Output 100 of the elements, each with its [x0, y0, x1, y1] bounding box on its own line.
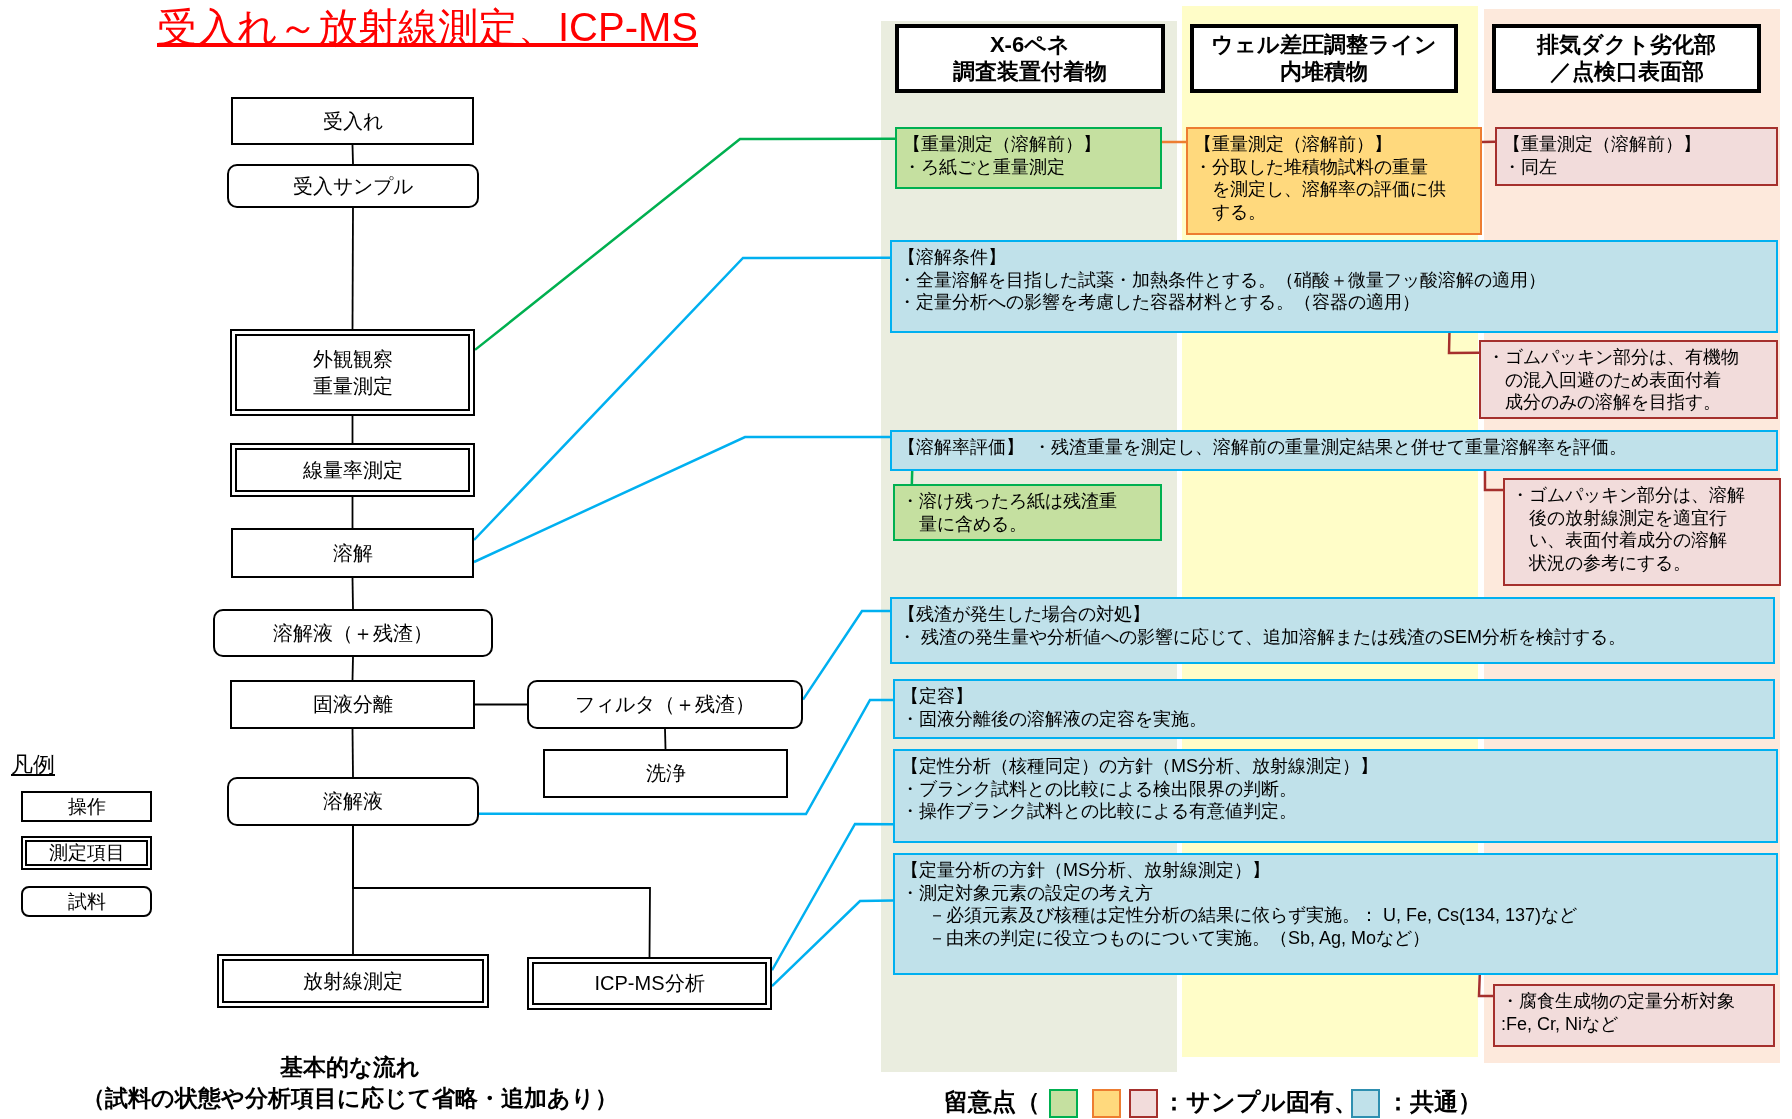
sample-box	[227, 164, 479, 208]
sample-box	[213, 609, 493, 657]
header-label: ウェル差圧調整ライン内堆積物	[1211, 32, 1437, 85]
note-box	[893, 484, 1162, 541]
note-heading: 【重量測定（溶解前）】	[1194, 133, 1393, 156]
step-label: 受入れ	[322, 108, 383, 134]
sample-box	[227, 777, 479, 826]
connector-line	[351, 207, 354, 330]
column-header	[1492, 24, 1761, 93]
connector-line	[801, 609, 890, 701]
connector-line	[352, 825, 651, 958]
connector-line	[664, 728, 667, 750]
note-text: ・同左	[1503, 155, 1558, 178]
step-label: ICP-MS分析	[594, 971, 705, 996]
process-box	[231, 97, 474, 145]
step-label: 溶解	[332, 540, 373, 566]
column-header	[895, 24, 1165, 93]
measurement-box	[230, 443, 475, 497]
step-label: 線量率測定	[302, 457, 403, 483]
connector-line	[351, 144, 354, 165]
note-text: ・ブランク試料との比較による検出限界の判断。	[901, 777, 1298, 800]
note-box	[1495, 127, 1778, 186]
step-label: 受入サンプル	[293, 173, 413, 199]
note-text: －必須元素及び核種は定性分析の結果に依らず実施。： U, Fe, Cs(134, 137)など	[928, 904, 1579, 927]
legend-title: 凡例	[11, 751, 55, 779]
connector-line	[771, 899, 893, 988]
note-heading: 【溶解率評価】	[898, 437, 1024, 457]
note-box	[1479, 340, 1778, 419]
caption: 基本的な流れ	[279, 1053, 421, 1082]
note-text: ・固液分離後の溶解液の定容を実施。	[901, 707, 1208, 730]
step-label: 洗浄	[645, 761, 686, 786]
note-box	[1493, 984, 1775, 1047]
note-box	[1503, 478, 1781, 586]
measurement-box	[230, 329, 475, 416]
connector-line	[1483, 471, 1503, 492]
connector-line	[770, 822, 893, 971]
note-box	[890, 597, 1775, 664]
process-box	[543, 749, 788, 798]
legend-label: 測定項目	[48, 841, 125, 865]
legend-label: ：サンプル固有、	[1162, 1087, 1358, 1117]
note-heading: 【定量分析の方針（MS分析、放射線測定）】	[901, 859, 1271, 882]
connector-line	[910, 470, 914, 485]
note-heading: 【重量測定（溶解前）】	[903, 133, 1102, 156]
note-text: ・測定対象元素の設定の考え方	[901, 881, 1154, 904]
note-text: －由来の判定に役立つものについて実施。（Sb, Ag, Moなど）	[928, 926, 1432, 949]
note-text: ・腐食生成物の定量分析対象:Fe, Cr, Niなど	[1501, 990, 1736, 1035]
note-box	[890, 240, 1778, 333]
connector-line	[1481, 140, 1496, 144]
legend-label: 試料	[67, 889, 106, 914]
step-label: 放射線測定	[303, 968, 403, 994]
note-box	[893, 749, 1778, 843]
connector-line	[1162, 140, 1186, 144]
connector-line	[351, 415, 354, 444]
legend-label: ：共通）	[1386, 1087, 1482, 1117]
note-text: ・溶け残ったろ紙は残渣重量に含める。	[901, 490, 1118, 535]
note-text: ・ 残渣の発生量や分析値への影響に応じて、追加溶解または残渣のSEM分析を検討する。	[898, 625, 1627, 648]
note-text: ・ろ紙ごと重量測定	[903, 155, 1066, 178]
header-label: 排気ダクト劣化部／点検口表面部	[1537, 32, 1716, 85]
note-box	[893, 853, 1778, 975]
connector-line	[474, 703, 528, 706]
step-label: 溶解液（＋残渣）	[273, 620, 433, 646]
title: 受入れ～放射線測定、ICP-MS	[157, 4, 698, 51]
step-label: 固液分離	[312, 692, 393, 717]
note-box	[890, 430, 1778, 471]
measurement-box	[527, 957, 772, 1010]
caption-note: （試料の状態や分析項目に応じて省略・追加あり）	[81, 1084, 619, 1113]
connector-line	[473, 256, 890, 541]
note-heading: 【定容】	[901, 685, 974, 708]
header-label: X-6ペネ調査装置付着物	[953, 32, 1107, 85]
note-text: ・定量分析への影響を考慮した容器材料とする。（容器の適用）	[898, 291, 1421, 314]
note-heading: 【残渣が発生した場合の対処】	[898, 603, 1151, 626]
note-box	[895, 127, 1162, 189]
note-heading: 【定性分析（核種同定）の方針（MS分析、放射線測定）】	[901, 755, 1379, 778]
connector-line	[479, 698, 893, 816]
note-text: ・操作ブランク試料との比較による有意値判定。	[901, 800, 1298, 823]
note-text: ・ゴムパッキン部分は、溶解後の放射線測定を適宜行い、表面付着成分の溶解状況の参考にする。	[1511, 484, 1746, 574]
step-label: 外観観察重量測定	[312, 346, 393, 399]
note-heading: 【重量測定（溶解前）】	[1503, 133, 1702, 156]
step-label: 溶解液	[323, 789, 383, 814]
process-box	[231, 528, 474, 578]
note-box	[893, 679, 1775, 739]
connector-line	[473, 435, 890, 564]
connector-line	[1447, 332, 1479, 355]
connector-line	[351, 656, 354, 681]
process-box	[230, 680, 475, 729]
connector-line	[474, 137, 895, 351]
note-heading: 【溶解条件】	[898, 246, 1007, 269]
column-header	[1190, 24, 1458, 93]
note-box	[1186, 127, 1482, 235]
legend-title: 留意点（	[944, 1087, 1040, 1117]
sample-box	[527, 680, 803, 729]
connector-line	[351, 577, 354, 610]
step-label: フィルタ（＋残渣）	[575, 692, 755, 717]
note-text: ・ゴムパッキン部分は、有機物の混入回避のため表面付着成分のみの溶解を目指す。	[1487, 346, 1740, 414]
note-text: ・全量溶解を目指した試薬・加熱条件とする。（硝酸＋微量フッ酸溶解の適用）	[898, 268, 1547, 291]
connector-line	[351, 496, 354, 529]
measurement-box	[217, 954, 489, 1008]
legend-label: 操作	[67, 794, 106, 819]
note-text: ・分取した堆積物試料の重量を測定し、溶解率の評価に供する。	[1194, 155, 1447, 223]
note-text: ・残渣重量を測定し、溶解前の重量測定結果と併せて重量溶解率を評価。	[1033, 437, 1627, 457]
